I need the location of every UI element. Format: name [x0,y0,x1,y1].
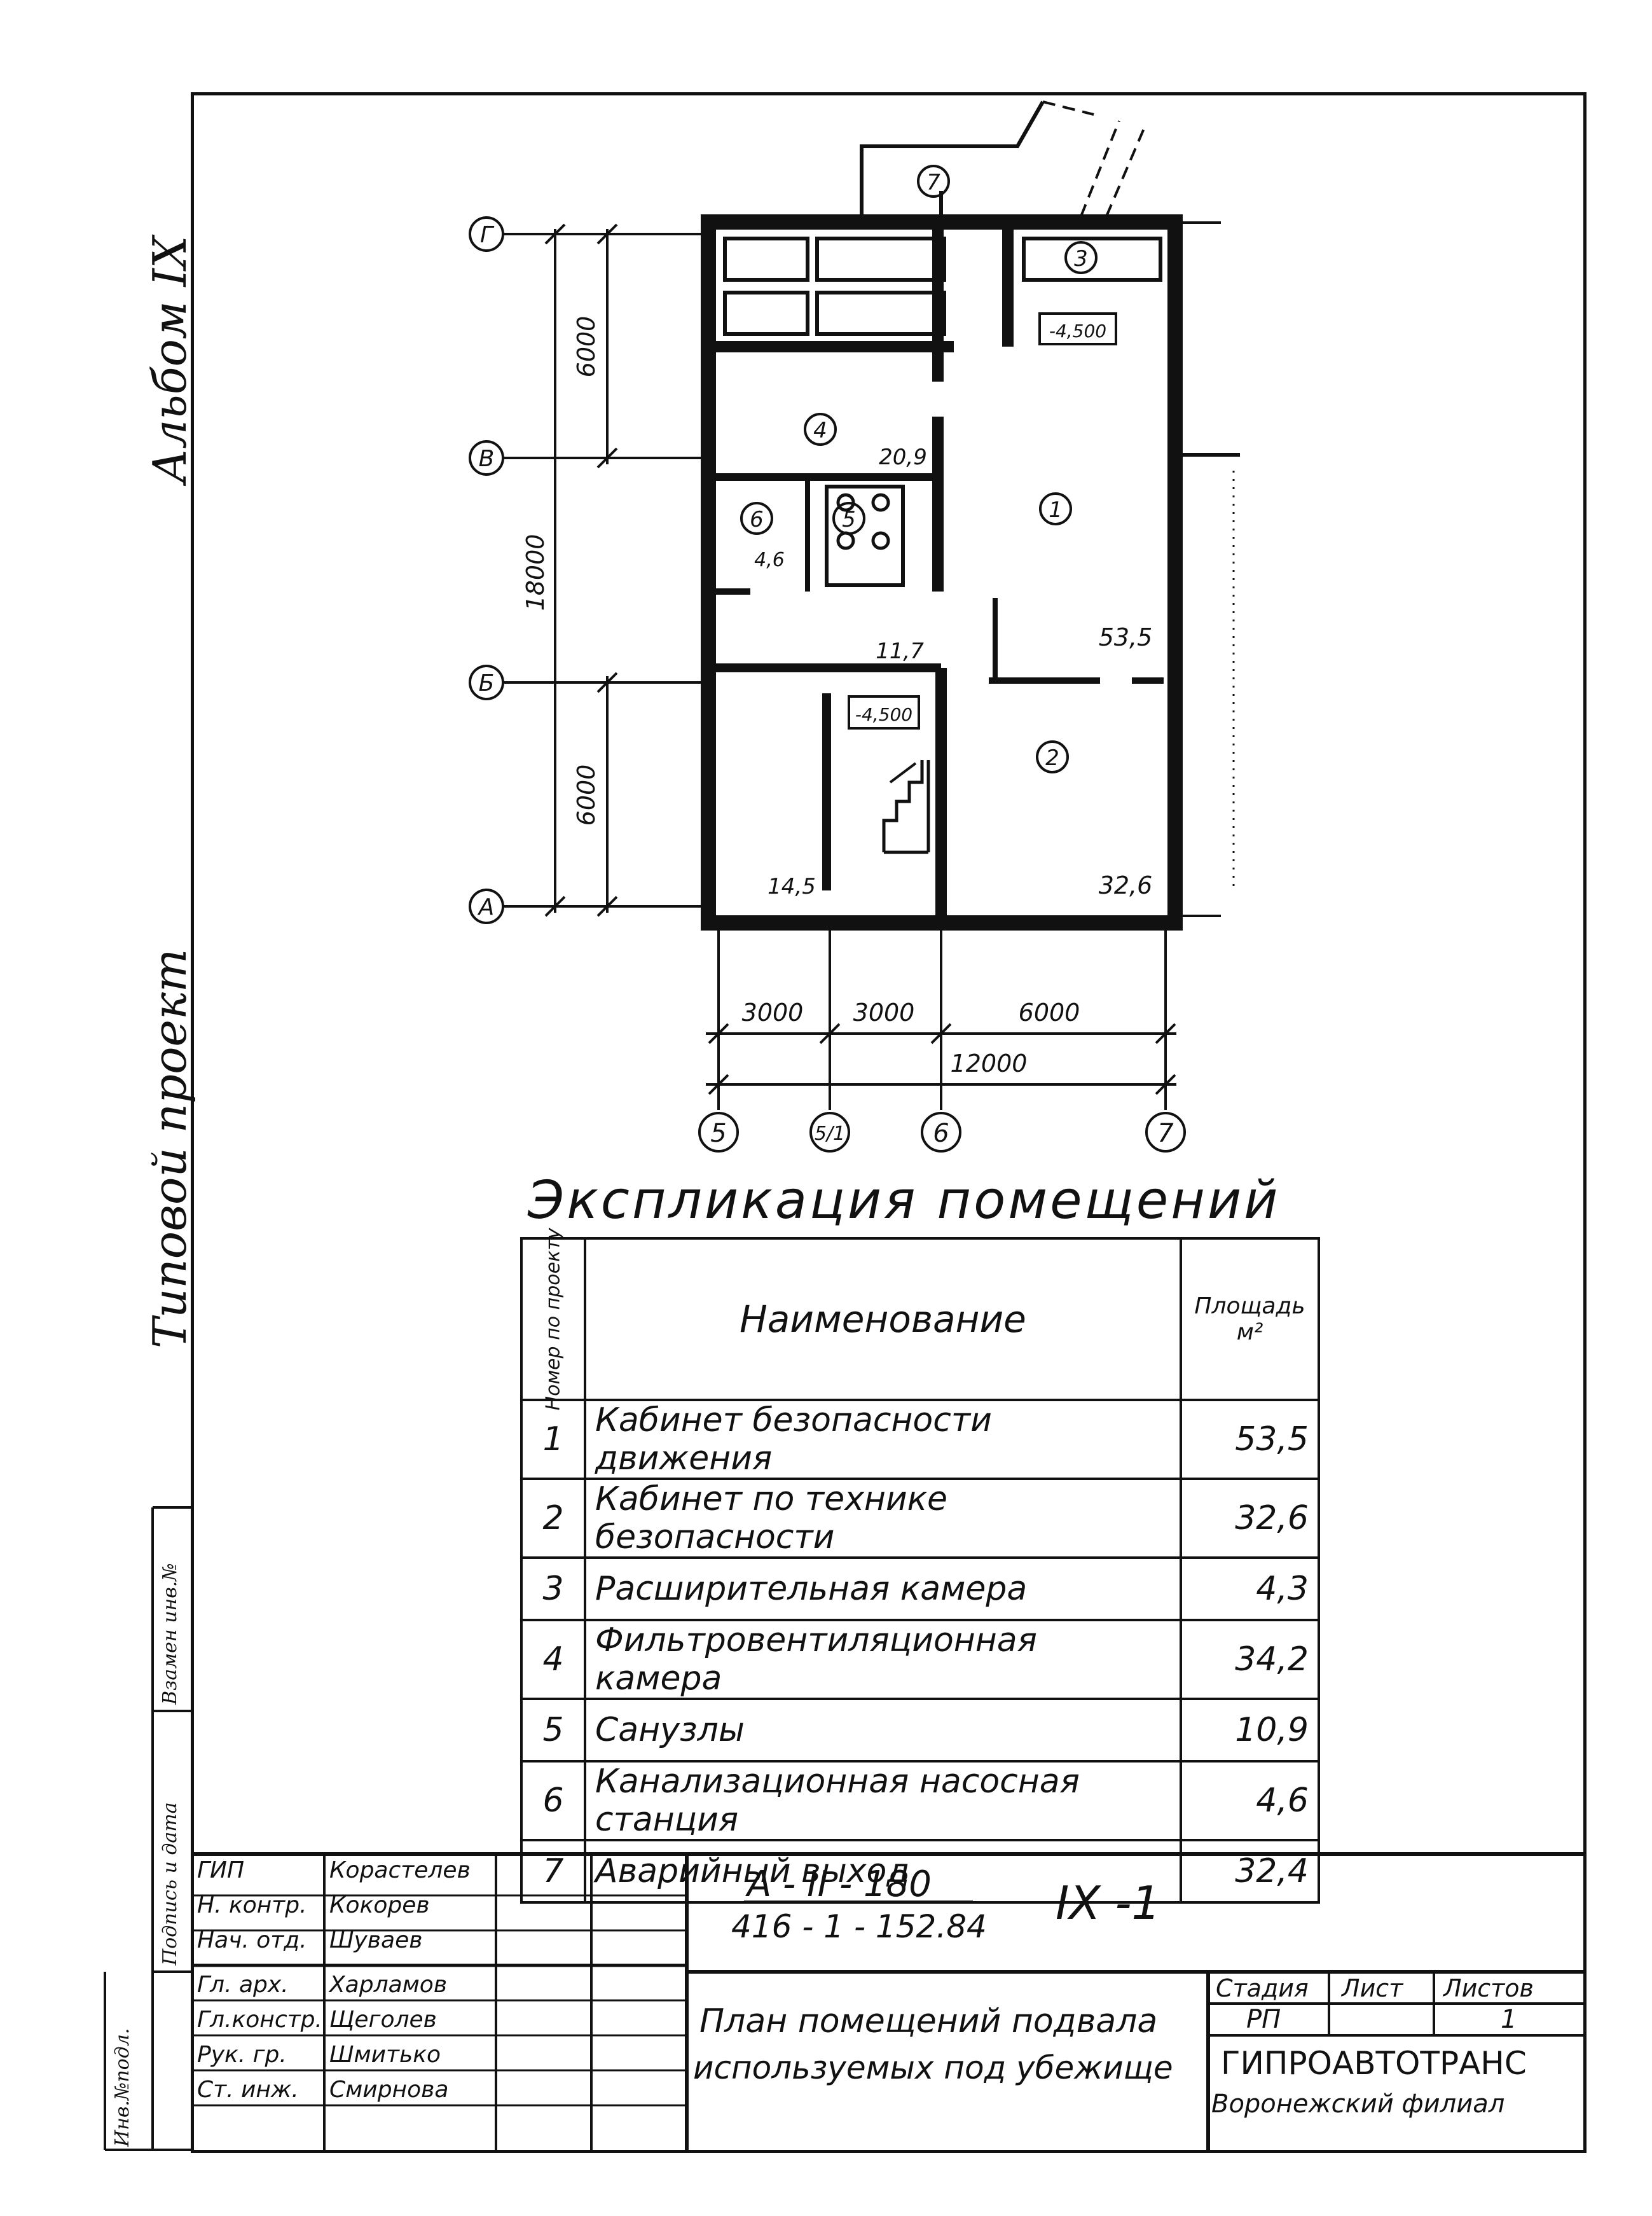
stamp-role: Н. контр. [197,1892,307,1918]
cell-area: 10,9 [1180,1698,1320,1762]
stage-value: РП [1246,2005,1281,2034]
cell-num: 6 [520,1760,586,1841]
cell-name: Кабинет безопасности движения [584,1399,1182,1480]
code-bottom: 416 - 1 - 152.84 [731,1908,987,1945]
stamp-name: Корастелев [329,1857,471,1883]
area-14-5: 14,5 [767,874,816,899]
stamp-role: Нач. отд. [197,1927,307,1953]
header-name: Наименование [584,1237,1182,1401]
area-4-6: 4,6 [754,549,785,571]
room-7-number: 7 [926,170,940,195]
explication-table: Номер по проекту Наименование Площадь м²… [520,1228,1320,1904]
cell-area: 4,6 [1180,1760,1320,1841]
axis-5-label: 5 [710,1119,726,1148]
cell-num: 5 [520,1698,586,1762]
cell-name: Расширительная камера [584,1556,1182,1621]
sheet-label: Лист [1342,1974,1403,2002]
organization: ГИПРОАВТОТРАНС [1221,2045,1527,2082]
cell-num: 7 [520,1839,586,1904]
drawing-title-line1: План помещений подвала [699,2002,1158,2040]
cell-area: 34,2 [1180,1619,1320,1700]
stamp-name: Смирнова [329,2077,449,2103]
stamp-name: Щеголев [329,2007,437,2033]
room-3-number: 3 [1074,246,1088,272]
header-number: Номер по проекту [520,1228,586,1410]
stamp-role: Гл.констр. [197,2007,322,2033]
dim-3000-b: 3000 [853,999,915,1027]
cell-name: Кабинет по технике безопасности [584,1478,1182,1559]
cell-num: 3 [520,1556,586,1621]
dim-6000-c: 6000 [1019,999,1080,1027]
cell-num: 1 [520,1399,586,1480]
dim-12000: 12000 [951,1049,1028,1077]
level-mark-top: -4,500 [1049,321,1106,342]
stamp-name: Харламов [329,1972,448,1998]
stamp-name: Шуваев [329,1927,423,1953]
explication-header-row: Номер по проекту Наименование Площадь м² [520,1228,1320,1410]
room-4-number: 4 [813,418,827,443]
area-11-7: 11,7 [876,639,924,664]
header-area: Площадь м² [1180,1237,1320,1401]
dim-18000: 18000 [521,534,549,611]
stamp-role: Рук. гр. [197,2042,287,2068]
stamp-role: Ст. инж. [197,2077,299,2103]
axis-a-label: А [478,894,495,920]
stamp-name: Шмитько [329,2042,441,2068]
room-6-number: 6 [750,507,764,532]
margin-inventory-label: Инв.№подл. [111,2028,134,2147]
drawing-frame [191,92,1587,2153]
cell-name: Аварийный выход [584,1839,1182,1904]
cell-name: Канализационная насосная станция [584,1760,1182,1841]
axis-v-label: В [479,446,495,472]
dim-6000-bottom: 6000 [572,765,600,826]
cell-num: 2 [520,1478,586,1559]
sheet-mark: IX -1 [1056,1876,1161,1930]
room-5-number: 5 [842,507,856,532]
stamp-name: Кокорев [329,1892,430,1918]
room-2-number: 2 [1045,745,1059,771]
axis-g-label: Г [480,222,495,248]
axis-5-1-label: 5/1 [815,1123,845,1145]
stamp-role: Гл. арх. [197,1972,289,1998]
stamp-role: ГИП [197,1857,245,1883]
drawing-title-line2: используемых под убежище [693,2049,1173,2086]
cell-name: Санузлы [584,1698,1182,1762]
cell-area: 32,4 [1180,1839,1320,1904]
margin-replacement-label: Взамен инв.№ [159,1563,181,1705]
branch: Воронежский филиал [1211,2089,1505,2119]
cell-area: 53,5 [1180,1399,1320,1480]
axis-b-label: Б [479,670,495,696]
area-32-6: 32,6 [1099,871,1153,899]
margin-signature-label: Подпись и дата [159,1802,181,1965]
level-mark-stair: -4,500 [855,704,912,725]
cell-num: 4 [520,1619,586,1700]
cell-area: 4,3 [1180,1556,1320,1621]
sheets-value: 1 [1501,2005,1517,2034]
dim-3000-a: 3000 [742,999,804,1027]
cell-name: Фильтровентиляционная камера [584,1619,1182,1700]
cell-area: 32,6 [1180,1478,1320,1559]
sheets-label: Листов [1443,1974,1534,2002]
axis-6-label: 6 [933,1119,949,1148]
explication-title: Экспликация помещений [528,1170,1281,1231]
code-top: А - II - 180 [747,1864,932,1905]
area-20-9: 20,9 [879,445,927,470]
room-1-number: 1 [1049,497,1063,523]
stage-label: Стадия [1216,1974,1309,2002]
dim-6000-top: 6000 [572,316,600,378]
axis-7-label: 7 [1157,1119,1174,1148]
area-53-5: 53,5 [1099,623,1153,651]
